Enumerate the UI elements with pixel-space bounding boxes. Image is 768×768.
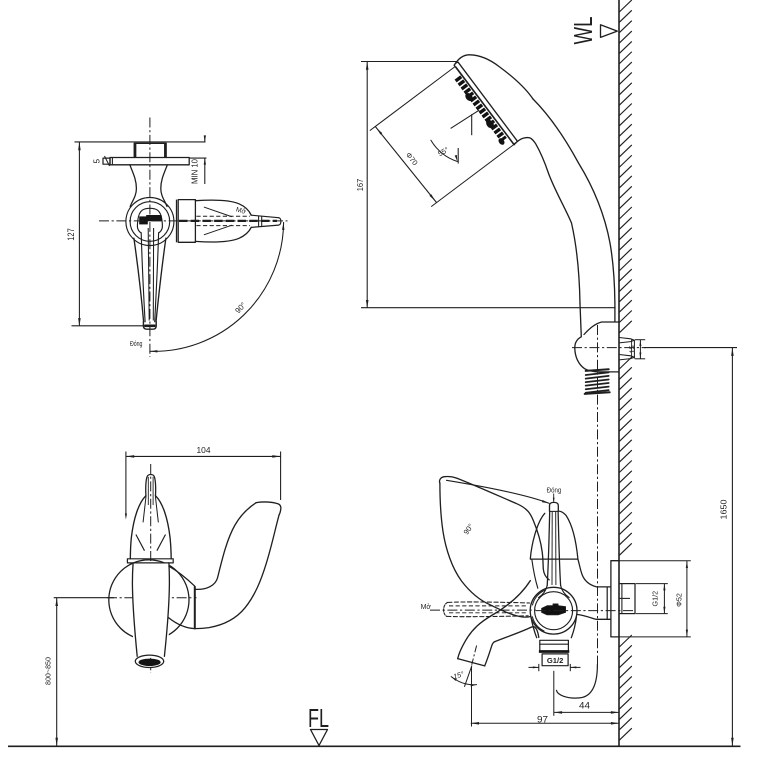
svg-text:167: 167 (355, 179, 365, 192)
svg-text:104: 104 (197, 445, 211, 455)
svg-text:800~850: 800~850 (44, 657, 53, 685)
svg-text:127: 127 (66, 228, 76, 241)
svg-text:WL: WL (568, 17, 598, 45)
svg-text:15°: 15° (452, 669, 465, 681)
svg-text:Mở: Mở (235, 205, 247, 216)
svg-text:97: 97 (537, 713, 548, 724)
svg-text:1650: 1650 (718, 499, 728, 519)
svg-text:FL: FL (308, 703, 329, 733)
svg-text:15: 15 (628, 345, 637, 353)
svg-text:Mở: Mở (421, 603, 432, 611)
svg-text:Đóng: Đóng (547, 487, 562, 494)
svg-text:G1/2: G1/2 (547, 656, 563, 665)
svg-text:G1/2: G1/2 (651, 591, 660, 607)
svg-text:44: 44 (579, 699, 590, 710)
svg-text:5: 5 (92, 158, 101, 163)
svg-text:MIN 10: MIN 10 (191, 159, 200, 184)
svg-text:Đóng: Đóng (130, 341, 143, 348)
svg-text:Φ52: Φ52 (674, 593, 683, 607)
